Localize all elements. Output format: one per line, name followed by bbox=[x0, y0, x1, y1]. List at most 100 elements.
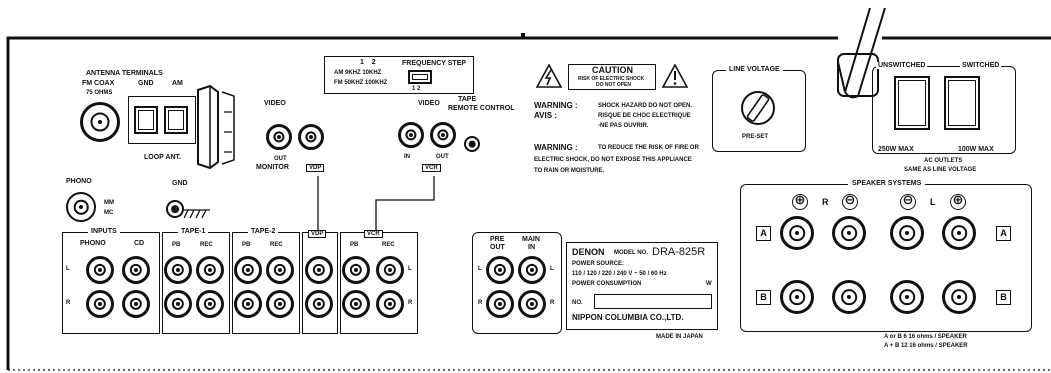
speaker-a-l-minus-terminal[interactable] bbox=[890, 216, 924, 250]
main-label: MAIN bbox=[522, 236, 540, 243]
voltage-selector-icon[interactable] bbox=[738, 88, 778, 128]
pre-out-l-jack[interactable] bbox=[486, 256, 514, 284]
fm-ohms-label: 75 ohms bbox=[86, 90, 113, 96]
unswitched-max-label: 250W MAX bbox=[876, 146, 916, 153]
preset-label: PRE-SET bbox=[742, 134, 769, 140]
vcr-tag: VCR bbox=[422, 164, 441, 172]
vcr-rec-label: REC bbox=[382, 242, 395, 248]
caution-title: CAUTION bbox=[592, 65, 633, 75]
inputs-cd-label: CD bbox=[134, 240, 145, 247]
speaker-l-label: L bbox=[930, 197, 936, 207]
speaker-b-right-badge: B bbox=[996, 290, 1011, 305]
tape1-pb-label: PB bbox=[172, 242, 181, 248]
tape2-rec-r-jack[interactable] bbox=[266, 290, 294, 318]
ground-symbol-icon bbox=[184, 209, 210, 219]
speaker-a-r-plus-terminal[interactable] bbox=[780, 216, 814, 250]
vcr-rec-r-jack[interactable] bbox=[376, 290, 404, 318]
speaker-b-r-minus-terminal[interactable] bbox=[832, 280, 866, 314]
warning-text: SHOCK HAZARD DO NOT OPEN. bbox=[598, 103, 693, 109]
vcr-l-side-label: L bbox=[408, 266, 412, 272]
switched-max-label: 100W MAX bbox=[956, 146, 996, 153]
speaker-systems-title: SPEAKER SYSTEMS bbox=[848, 180, 926, 187]
phono-gnd-terminal[interactable] bbox=[166, 200, 184, 218]
vcr-video-out-jack[interactable] bbox=[430, 122, 456, 148]
caution-box bbox=[568, 64, 656, 90]
vcr-pb-r-jack[interactable] bbox=[342, 290, 370, 318]
freq-fm-row: FM 50kHz 100kHz bbox=[334, 80, 388, 86]
l-minus-icon: ⊖ bbox=[900, 194, 916, 210]
video-monitor-jack-2[interactable] bbox=[298, 124, 324, 150]
am-terminal[interactable] bbox=[164, 106, 188, 134]
model-number: DRA-825R bbox=[652, 246, 706, 258]
tape-remote-jack[interactable] bbox=[464, 136, 480, 152]
avis-text: RISQUE DE CHOC ELECTRIQUE bbox=[598, 113, 691, 119]
tape2-pb-r-jack[interactable] bbox=[234, 290, 262, 318]
phono-l-jack[interactable] bbox=[86, 256, 114, 284]
unswitched-label: UNSWITCHED bbox=[876, 62, 928, 69]
tape1-rec-l-jack[interactable] bbox=[196, 256, 224, 284]
phono-mm-label: MM bbox=[104, 200, 114, 206]
frequency-step-title: FREQUENCY STEP bbox=[402, 60, 467, 67]
loop-antenna-bracket bbox=[197, 84, 235, 170]
pre-out-label: OUT bbox=[490, 244, 505, 251]
ac-outlets-box bbox=[872, 66, 1016, 154]
pre-label: PRE bbox=[490, 236, 505, 243]
phono-r-jack[interactable] bbox=[86, 290, 114, 318]
inputs-r-label: R bbox=[66, 300, 71, 306]
unswitched-outlet[interactable] bbox=[894, 76, 930, 130]
ac-outlets-sub-label: SAME AS LINE VOLTAGE bbox=[904, 167, 977, 173]
fm-coax-jack[interactable] bbox=[80, 102, 120, 142]
tape2-rec-l-jack[interactable] bbox=[266, 256, 294, 284]
tape1-rec-r-jack[interactable] bbox=[196, 290, 224, 318]
power-consumption-label: POWER CONSUMPTION bbox=[572, 281, 642, 287]
video-in-title: VIDEO bbox=[418, 100, 440, 107]
warning2-label: WARNING : bbox=[534, 143, 578, 152]
cd-r-jack[interactable] bbox=[122, 290, 150, 318]
vdp-r-jack[interactable] bbox=[305, 290, 333, 318]
speaker-a-left-badge: A bbox=[756, 226, 771, 241]
vcr-pb-l-jack[interactable] bbox=[342, 256, 370, 284]
switched-outlet[interactable] bbox=[944, 76, 980, 130]
speaker-a-l-plus-terminal[interactable] bbox=[942, 216, 976, 250]
tape1-pb-l-jack[interactable] bbox=[164, 256, 192, 284]
pre-out-r-jack[interactable] bbox=[486, 290, 514, 318]
main-in-r-jack[interactable] bbox=[518, 290, 546, 318]
serial-no-field bbox=[594, 294, 712, 309]
antenna-am-label: AM bbox=[172, 80, 183, 87]
vdp-audio-tag: VDP bbox=[308, 230, 327, 238]
gnd-terminal[interactable] bbox=[134, 106, 158, 134]
frequency-step-box bbox=[324, 56, 474, 94]
phono-selector-knob[interactable] bbox=[66, 192, 96, 222]
line-voltage-title: LINE VOLTAGE bbox=[726, 66, 783, 73]
pre-main-box bbox=[472, 232, 562, 334]
voltage-label: 110 / 120 / 220 / 240 V ~ 50 / 60 Hz bbox=[572, 271, 667, 277]
tape2-pb-l-jack[interactable] bbox=[234, 256, 262, 284]
speaker-a-r-minus-terminal[interactable] bbox=[832, 216, 866, 250]
speaker-b-r-plus-terminal[interactable] bbox=[780, 280, 814, 314]
vdp-l-jack[interactable] bbox=[305, 256, 333, 284]
tape1-title: TAPE-1 bbox=[178, 228, 209, 235]
tape1-pb-r-jack[interactable] bbox=[164, 290, 192, 318]
frequency-step-switch[interactable] bbox=[408, 70, 432, 84]
main-in-l-jack[interactable] bbox=[518, 256, 546, 284]
main-l-label: L bbox=[550, 266, 554, 272]
caution-sub2: DO NOT OPEN bbox=[596, 82, 632, 88]
power-source-label: POWER SOURCE: bbox=[572, 261, 625, 267]
freq-am-row: AM 9kHz 10kHz bbox=[334, 70, 382, 76]
video-monitor-jack-1[interactable] bbox=[266, 124, 292, 150]
vcr-out-label: OUT bbox=[436, 154, 449, 160]
vcr-rec-l-jack[interactable] bbox=[376, 256, 404, 284]
l-plus-icon: ⊕ bbox=[950, 194, 966, 210]
speaker-b-l-minus-terminal[interactable] bbox=[890, 280, 924, 314]
inputs-title: INPUTS bbox=[88, 228, 120, 235]
speaker-b-l-plus-terminal[interactable] bbox=[942, 280, 976, 314]
tape2-pb-label: PB bbox=[242, 242, 251, 248]
cd-l-jack[interactable] bbox=[122, 256, 150, 284]
ac-outlets-label: AC OUTLETS bbox=[924, 158, 963, 164]
caution-sub1: RISK OF ELECTRIC SHOCK bbox=[578, 76, 645, 82]
main-in-label: IN bbox=[528, 244, 535, 251]
tape2-title: TAPE-2 bbox=[248, 228, 279, 235]
warning2-text1: TO REDUCE THE RISK OF FIRE OR bbox=[598, 145, 699, 151]
vcr-video-in-jack[interactable] bbox=[398, 122, 424, 148]
